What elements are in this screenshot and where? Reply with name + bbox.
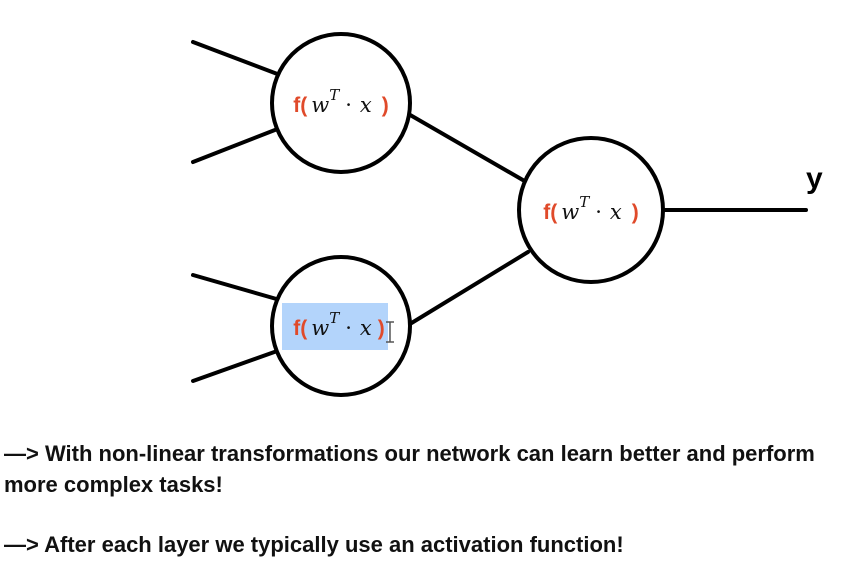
note-activation: —> After each layer we typically use an … [4, 532, 624, 557]
output-label: y [806, 162, 823, 195]
notes: —> With non-linear transformations our n… [4, 438, 864, 560]
neuron-top-circle [270, 32, 412, 174]
neuron-bottom: f(wT·x) [270, 255, 412, 397]
connection-wire-top [403, 110, 530, 185]
input-wire-1 [191, 40, 282, 77]
input-wire-4 [191, 348, 282, 383]
connection-wire-bottom [403, 250, 530, 329]
neuron-output: f(wT·x) [517, 136, 665, 284]
neuron-bottom-expression[interactable]: f(wT·x) [293, 309, 385, 340]
note-nonlinear: —> With non-linear transformations our n… [4, 441, 815, 497]
neuron-top-expression: f(wT·x) [293, 86, 389, 117]
neuron-output-circle [517, 136, 665, 284]
text-selection-highlight [282, 303, 388, 350]
neuron-top: f(wT·x) [270, 32, 412, 174]
text-cursor-icon [386, 321, 394, 343]
input-wire-3 [191, 273, 282, 302]
neuron-output-expression: f(wT·x) [543, 193, 639, 224]
neural-network-diagram: f(wT·x) f(wT·x) f(wT·x) y [191, 32, 823, 397]
input-wire-2 [191, 126, 282, 164]
